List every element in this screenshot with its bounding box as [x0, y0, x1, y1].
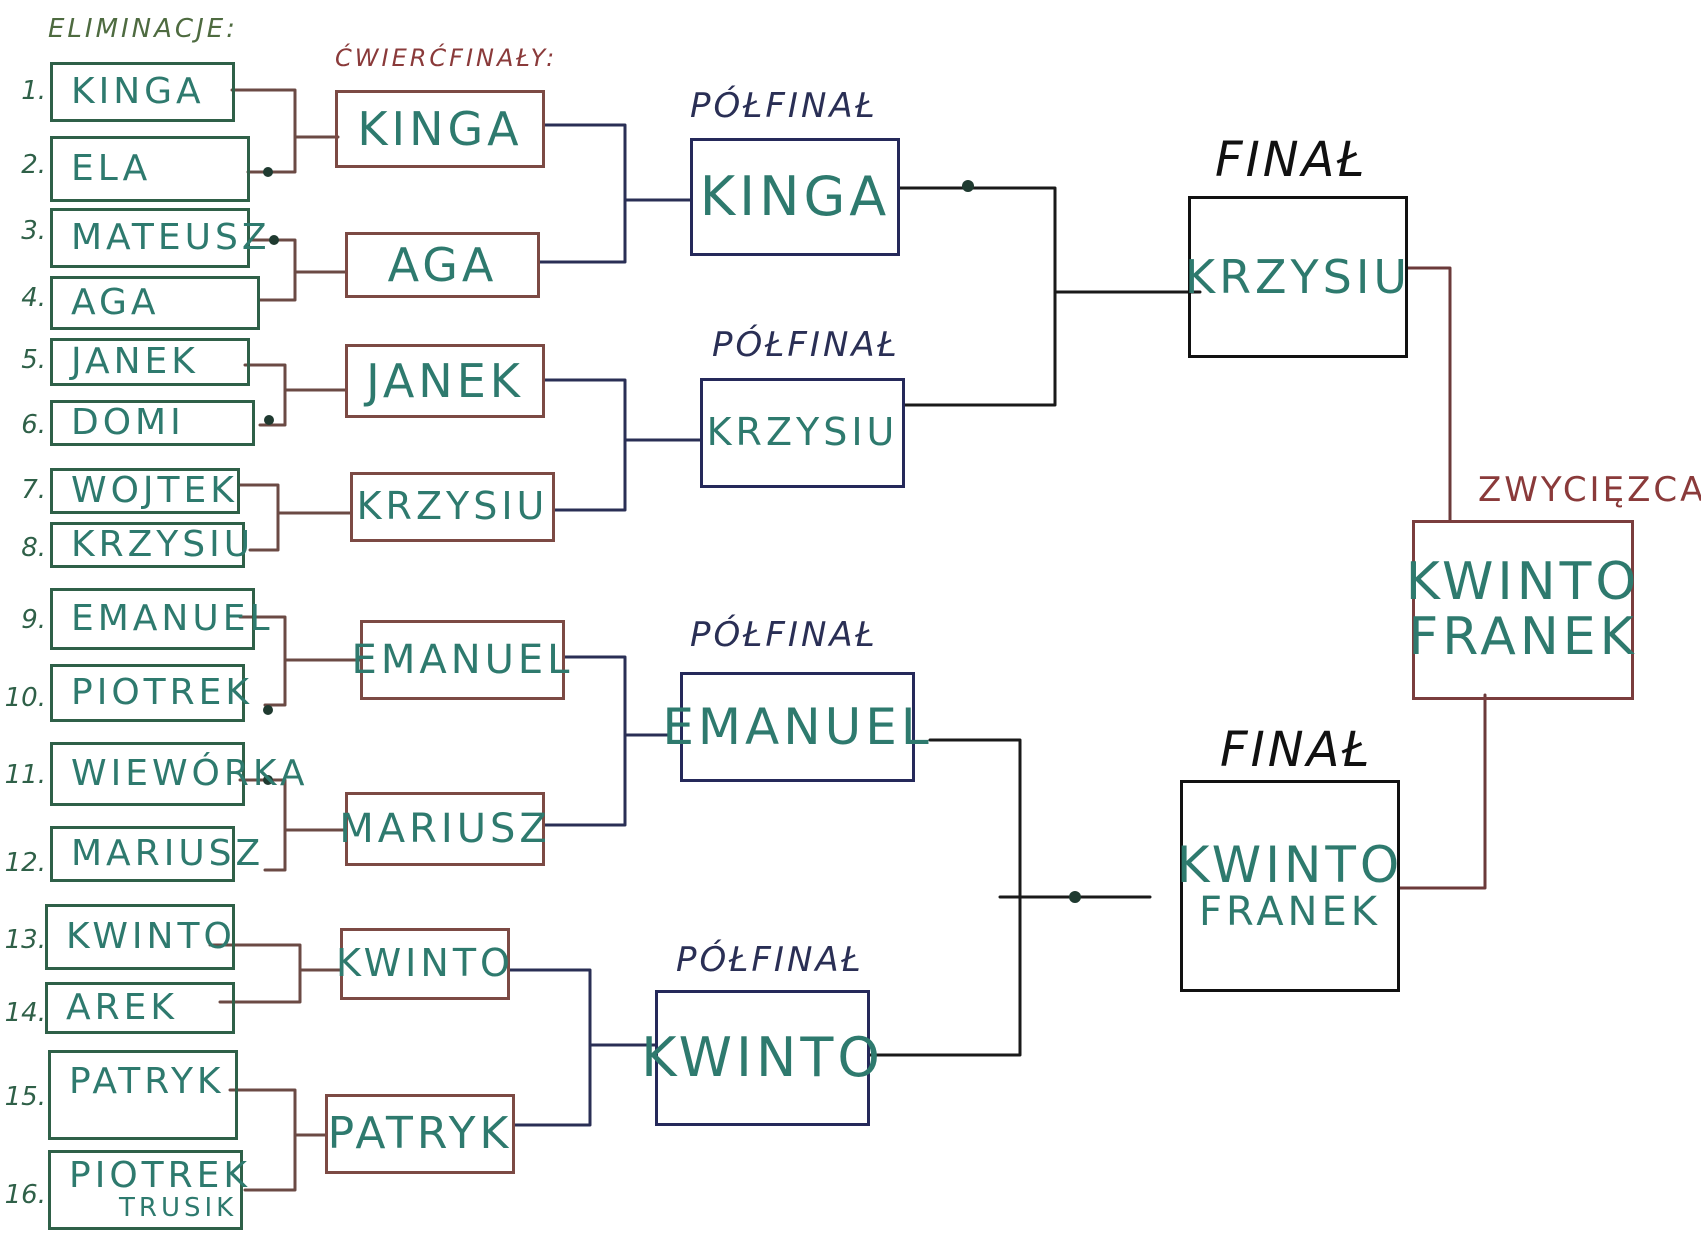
quarter-name: PATRYK: [327, 1107, 513, 1159]
elim-box-7: WOJTEK: [50, 468, 240, 514]
final-box-1: KRZYSIU: [1184, 196, 1412, 358]
elim-name: KWINTO: [66, 916, 236, 958]
quarter-box-7: KWINTO: [336, 928, 510, 1000]
elim-box-6: DOMI: [50, 400, 255, 446]
elim-name: PIOTREK: [71, 672, 254, 714]
semi-to-final-connectors: [868, 186, 1202, 1057]
final-to-winner-connectors: [1398, 266, 1487, 890]
elim-name: MARIUSZ: [71, 833, 265, 875]
quarter-name: KINGA: [357, 101, 523, 156]
quarter-name: AGA: [387, 237, 498, 292]
quarter-name: KWINTO: [336, 941, 514, 986]
elim-number: 5.: [21, 345, 46, 375]
elim-box-2: ELA: [50, 136, 250, 202]
semi-name: KINGA: [699, 164, 891, 228]
elim-number: 1.: [21, 76, 46, 106]
winner-header: ZWYCIĘZCA: [1478, 470, 1701, 510]
elim-name: EMANUEL: [71, 598, 274, 640]
elim-number: 6.: [21, 410, 46, 440]
semi-box-3: EMANUEL: [662, 672, 929, 782]
elim-box-16: PIOTREK TRUSIK: [48, 1150, 247, 1230]
elim-box-11: WIEWÓRKA: [50, 742, 305, 806]
elim-number: 13.: [4, 925, 46, 955]
final-name: KRZYSIU: [1184, 249, 1412, 304]
final-name-line2: FRANEK: [1199, 889, 1381, 936]
elim-box-13: KWINTO: [45, 904, 235, 970]
quarter-box-1: KINGA: [335, 90, 545, 168]
elim-number: 2.: [21, 150, 46, 180]
elim-number: 3.: [21, 216, 46, 246]
elim-box-4: AGA: [50, 276, 260, 330]
quarter-box-2: AGA: [345, 232, 540, 298]
quarter-name: KRZYSIU: [356, 484, 549, 529]
quarter-box-8: PATRYK: [325, 1094, 515, 1174]
winner-box: KWINTO FRANEK: [1406, 520, 1636, 700]
elim-box-8: KRZYSIU: [50, 522, 250, 568]
elim-number: 15.: [4, 1082, 46, 1112]
semi-name: KRZYSIU: [706, 410, 899, 455]
final-box-2: KWINTO FRANEK: [1177, 780, 1400, 992]
elim-number: 12.: [4, 848, 46, 878]
elim-number: 14.: [4, 998, 46, 1028]
elim-box-12: MARIUSZ: [50, 826, 260, 882]
elim-box-10: PIOTREK: [50, 664, 249, 722]
semifinal-header-3: PÓŁFINAŁ: [690, 615, 878, 655]
quarter-box-4: KRZYSIU: [350, 472, 555, 542]
elim-name: DOMI: [71, 402, 185, 444]
bracket-dots: [263, 167, 1081, 903]
elim-name: KINGA: [71, 71, 205, 113]
semi-box-1: KINGA: [690, 138, 900, 256]
elim-number: 8.: [21, 533, 46, 563]
semi-box-4: KWINTO: [641, 990, 880, 1126]
winner-name-line2: FRANEK: [1408, 607, 1638, 667]
elim-name: AREK: [66, 987, 178, 1029]
elim-box-15: PATRYK: [48, 1050, 238, 1140]
elim-name: MATEUSZ: [71, 217, 271, 259]
quarter-box-3: JANEK: [345, 344, 545, 418]
semifinal-header-2: PÓŁFINAŁ: [712, 325, 900, 365]
quarter-box-5: EMANUEL: [352, 620, 569, 700]
quarter-to-semi-connectors: [508, 123, 702, 1127]
elim-name: JANEK: [71, 341, 199, 383]
semi-name: KWINTO: [641, 1025, 884, 1089]
quarter-name: MARIUSZ: [339, 806, 551, 852]
final-name: KWINTO: [1176, 835, 1404, 894]
elim-box-1: KINGA: [50, 62, 235, 122]
elim-to-quarter-connectors: [208, 88, 362, 1192]
elim-name: PATRYK: [69, 1061, 225, 1102]
elim-box-9: EMANUEL: [50, 588, 270, 650]
semifinal-header-4: PÓŁFINAŁ: [676, 940, 864, 980]
eliminations-header: ELIMINACJE:: [48, 14, 238, 44]
elim-name: AGA: [71, 282, 160, 324]
quarter-name: JANEK: [366, 353, 524, 408]
elim-number: 11.: [4, 760, 46, 790]
elim-name: WIEWÓRKA: [71, 753, 309, 795]
elim-name: ELA: [71, 148, 152, 190]
final-header-2: FINAŁ: [1220, 722, 1373, 778]
semi-box-2: KRZYSIU: [700, 378, 905, 488]
final-header-1: FINAŁ: [1215, 132, 1368, 188]
elim-name: PIOTREK: [69, 1155, 252, 1197]
elim-box-3: MATEUSZ: [50, 208, 267, 268]
elim-name: WOJTEK: [71, 470, 238, 512]
semifinal-header-1: PÓŁFINAŁ: [690, 86, 878, 126]
quarterfinals-header: ĆWIERĆFINAŁY:: [335, 44, 558, 72]
quarter-box-6: MARIUSZ: [339, 792, 547, 866]
elim-box-5: JANEK: [50, 338, 250, 386]
elim-number: 16.: [4, 1180, 46, 1210]
quarter-name: EMANUEL: [351, 637, 574, 683]
semi-name: EMANUEL: [662, 697, 933, 756]
elim-box-14: AREK: [45, 982, 235, 1034]
winner-name: KWINTO: [1405, 552, 1641, 613]
elim-number: 10.: [4, 683, 46, 713]
elim-number: 4.: [21, 283, 46, 313]
elim-name: KRZYSIU: [71, 524, 255, 566]
elim-name-line2: TRUSIK: [119, 1193, 238, 1224]
elim-number: 7.: [21, 475, 46, 505]
elim-number: 9.: [21, 605, 46, 635]
